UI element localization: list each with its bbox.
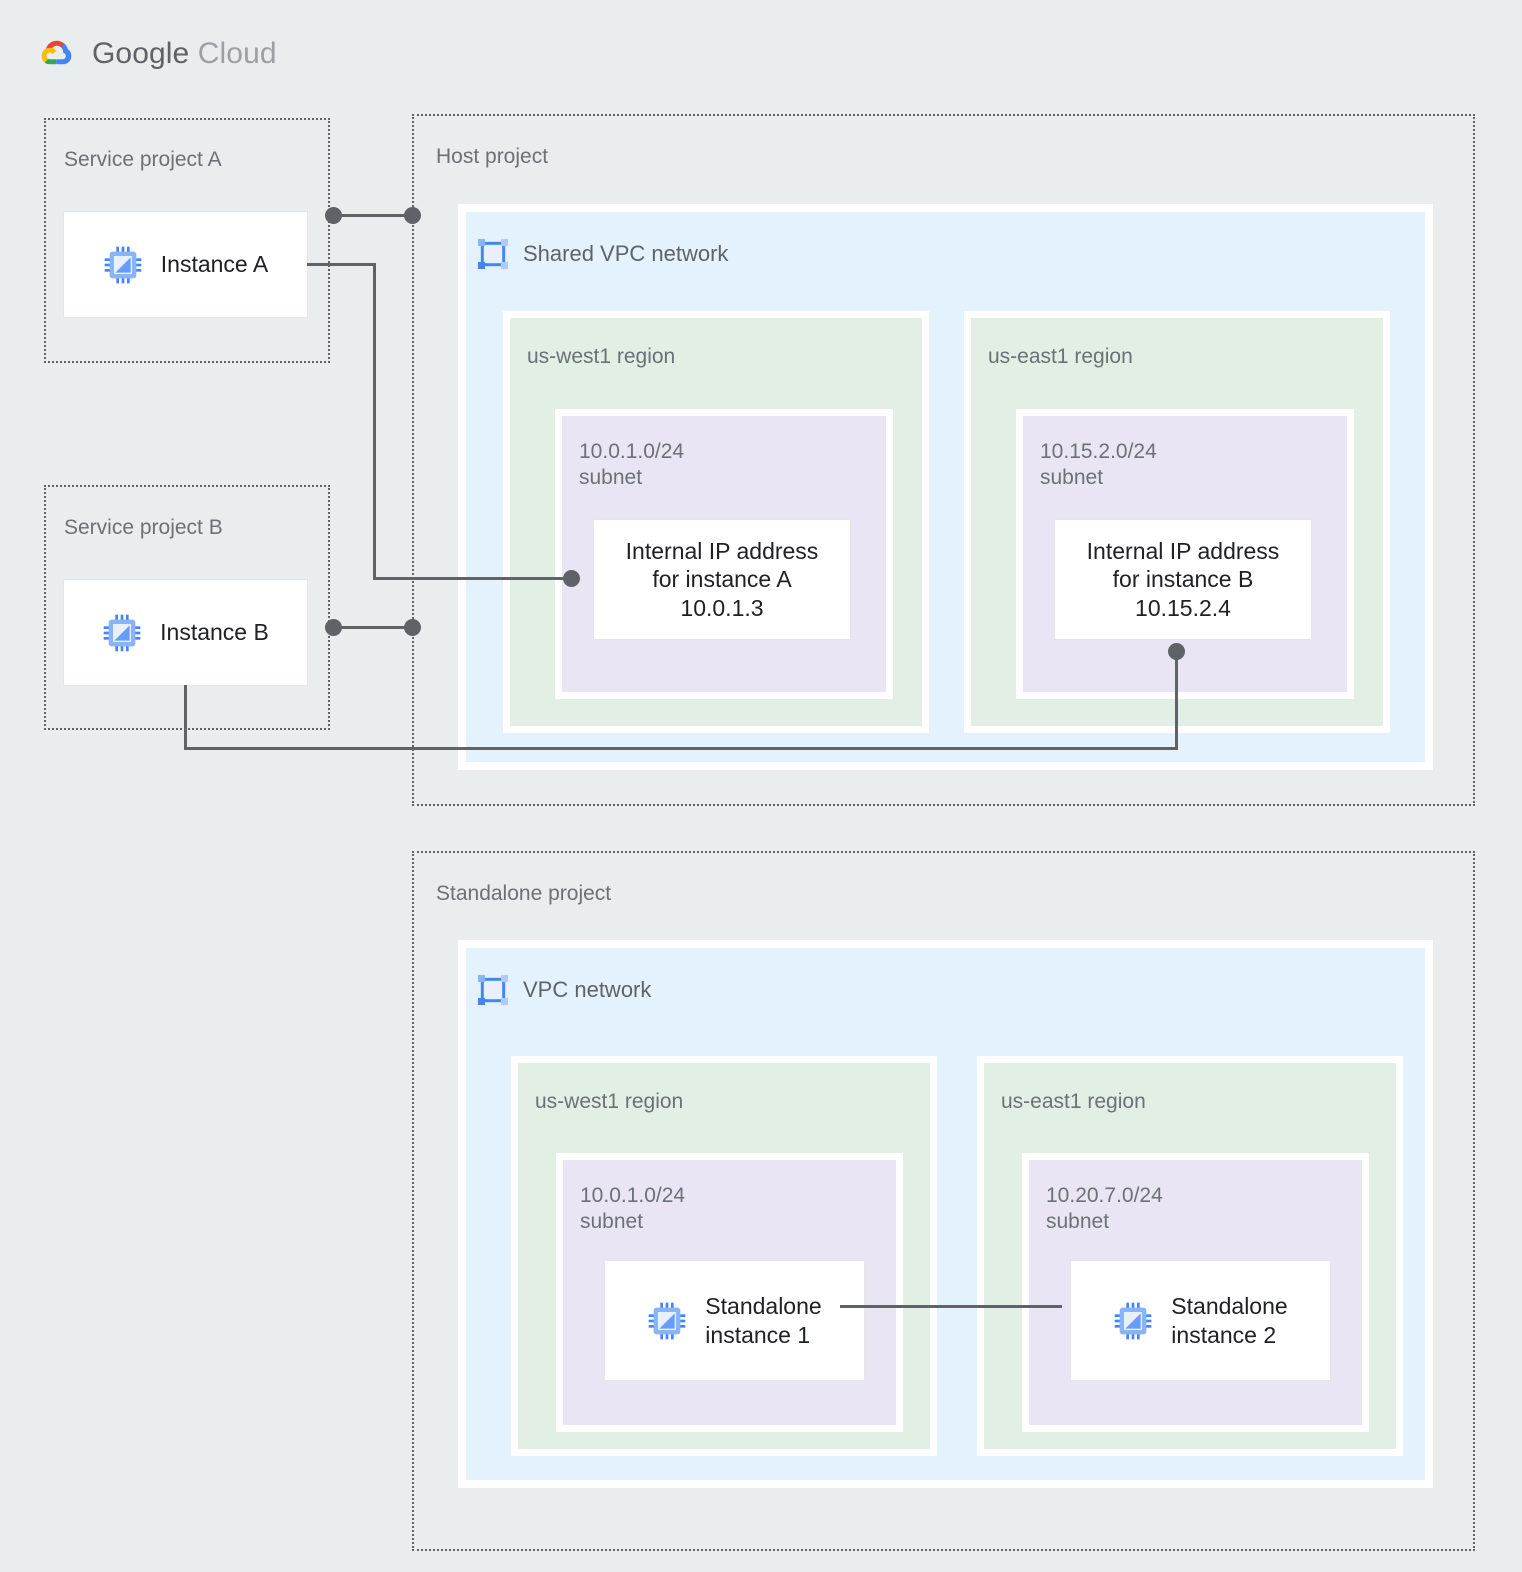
brand-wordmark: Google Cloud [92,37,277,71]
brand-name-light: Cloud [189,37,277,70]
region-label-us-east1-standalone: us-east1 region [1001,1090,1146,1113]
network-vpc-network[interactable]: VPC network us-west1 region 10.0.1.0/24 … [458,940,1433,1488]
subnet-label-10-0-1-0-24-standalone: 10.0.1.0/24 subnet [580,1184,686,1234]
project-service-project-b[interactable] [44,485,330,730]
connector-endpoint-dot [1168,643,1185,660]
project-host-project[interactable] [412,114,1475,806]
connector-line [1175,650,1178,749]
network-title-shared-vpc: Shared VPC network [476,237,728,271]
connector-line [184,685,187,750]
subnet-10-0-1-0-24-standalone[interactable]: 10.0.1.0/24 subnet S [556,1153,903,1432]
brand-header: Google Cloud [34,36,277,72]
connector-endpoint-dot [325,619,342,636]
node-instance-b[interactable]: Instance B [63,579,308,686]
subnet-10-15-2-0-24[interactable]: 10.15.2.0/24 subnet Internal IP address … [1016,409,1354,699]
node-label-ip-instance-a: Internal IP address for instance A 10.0.… [625,538,819,621]
project-standalone-project[interactable] [412,851,1475,1551]
node-label-standalone-instance-1: Standalone instance 1 [705,1293,822,1348]
node-label-instance-a: Instance A [160,251,269,278]
compute-instance-icon [102,613,142,653]
brand-name-bold: Google [92,37,190,70]
network-label-shared-vpc: Shared VPC network [523,241,729,266]
google-cloud-logo [34,36,78,72]
region-label-us-east1-shared: us-east1 region [988,345,1133,368]
node-standalone-instance-1[interactable]: Standalone instance 1 [604,1260,865,1381]
vpc-network-icon [476,237,510,271]
subnet-10-20-7-0-24[interactable]: 10.20.7.0/24 subnet [1022,1153,1369,1432]
node-standalone-instance-2[interactable]: Standalone instance 2 [1070,1260,1331,1381]
project-label-service-project-b: Service project B [64,516,223,539]
connector-line [333,214,413,217]
subnet-10-0-1-0-24[interactable]: 10.0.1.0/24 subnet Internal IP address f… [555,409,893,699]
project-service-project-a[interactable] [44,118,330,363]
compute-instance-icon [103,245,143,285]
connector-line [333,626,413,629]
network-title-vpc: VPC network [476,973,651,1007]
node-instance-a[interactable]: Instance A [63,211,308,318]
node-ip-instance-b[interactable]: Internal IP address for instance B 10.15… [1054,519,1312,640]
subnet-label-10-0-1-0-24: 10.0.1.0/24 subnet [579,440,685,490]
project-label-host-project: Host project [436,145,549,168]
connector-line [373,263,376,580]
node-label-standalone-instance-2: Standalone instance 2 [1171,1293,1288,1348]
region-label-us-west1-shared: us-west1 region [527,345,676,368]
node-label-instance-b: Instance B [160,619,269,646]
connector-endpoint-dot [404,619,421,636]
node-label-ip-instance-b: Internal IP address for instance B 10.15… [1086,538,1280,621]
connector-line [184,747,1178,750]
region-us-west1-shared[interactable]: us-west1 region 10.0.1.0/24 subnet Inter… [503,311,929,733]
subnet-label-10-20-7-0-24: 10.20.7.0/24 subnet [1046,1184,1163,1234]
connector-line [307,263,376,266]
connector-line [840,1305,1062,1308]
region-us-east1-standalone[interactable]: us-east1 region 10.20.7.0/24 subnet [977,1056,1403,1456]
connector-endpoint-dot [563,570,580,587]
project-label-service-project-a: Service project A [64,148,222,171]
connector-endpoint-dot [404,207,421,224]
network-shared-vpc-network[interactable]: Shared VPC network us-west1 region 10.0.… [458,204,1433,770]
connector-endpoint-dot [325,207,342,224]
compute-instance-icon [1113,1301,1153,1341]
region-label-us-west1-standalone: us-west1 region [535,1090,684,1113]
project-label-standalone-project: Standalone project [436,882,612,905]
subnet-label-10-15-2-0-24: 10.15.2.0/24 subnet [1040,440,1157,490]
node-ip-instance-a[interactable]: Internal IP address for instance A 10.0.… [593,519,851,640]
compute-instance-icon [647,1301,687,1341]
region-us-west1-standalone[interactable]: us-west1 region 10.0.1.0/24 subnet [511,1056,937,1456]
connector-line [373,577,572,580]
vpc-network-icon [476,973,510,1007]
network-label-vpc: VPC network [523,977,652,1002]
